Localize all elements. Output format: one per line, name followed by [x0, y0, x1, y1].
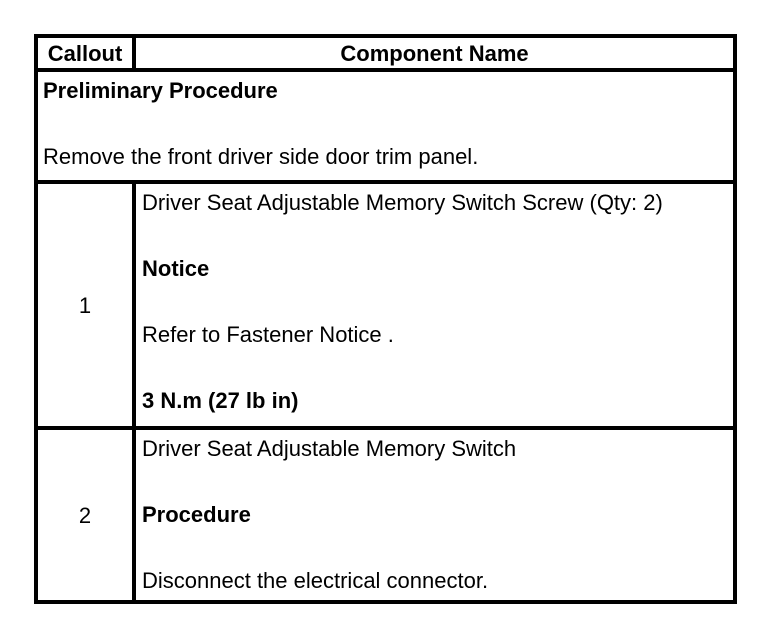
- callout-cell-row-2: 2: [38, 430, 136, 600]
- callout-cell-row-1: 1: [38, 184, 136, 430]
- procedure-step-text: Disconnect the electrical connector.: [142, 568, 489, 593]
- component-name-text: Driver Seat Adjustable Memory Switch: [142, 436, 517, 461]
- preliminary-procedure-title: Preliminary Procedure: [43, 78, 278, 103]
- header-component-name-label: Component Name: [340, 40, 529, 66]
- component-name-text: Driver Seat Adjustable Memory Switch Scr…: [142, 190, 663, 215]
- torque-spec-text: 3 N.m (27 lb in): [142, 388, 299, 413]
- component-cell-row-1: Driver Seat Adjustable Memory Switch Scr…: [136, 184, 733, 430]
- preliminary-procedure-instruction: Remove the front driver side door trim p…: [43, 144, 479, 169]
- notice-heading: Notice: [142, 256, 210, 281]
- header-cell-callout: Callout: [38, 38, 136, 72]
- procedure-heading: Procedure: [142, 502, 251, 527]
- notice-reference-text: Refer to Fastener Notice .: [142, 322, 394, 347]
- callout-number: 2: [78, 502, 92, 528]
- component-cell-row-2: Driver Seat Adjustable Memory Switch Pro…: [136, 430, 733, 600]
- header-callout-label: Callout: [47, 40, 123, 66]
- preliminary-procedure-cell: Preliminary Procedure Remove the front d…: [38, 72, 733, 184]
- component-table: Callout Component Name Preliminary Proce…: [34, 34, 737, 604]
- callout-number: 1: [78, 292, 92, 318]
- header-cell-component-name: Component Name: [136, 38, 733, 72]
